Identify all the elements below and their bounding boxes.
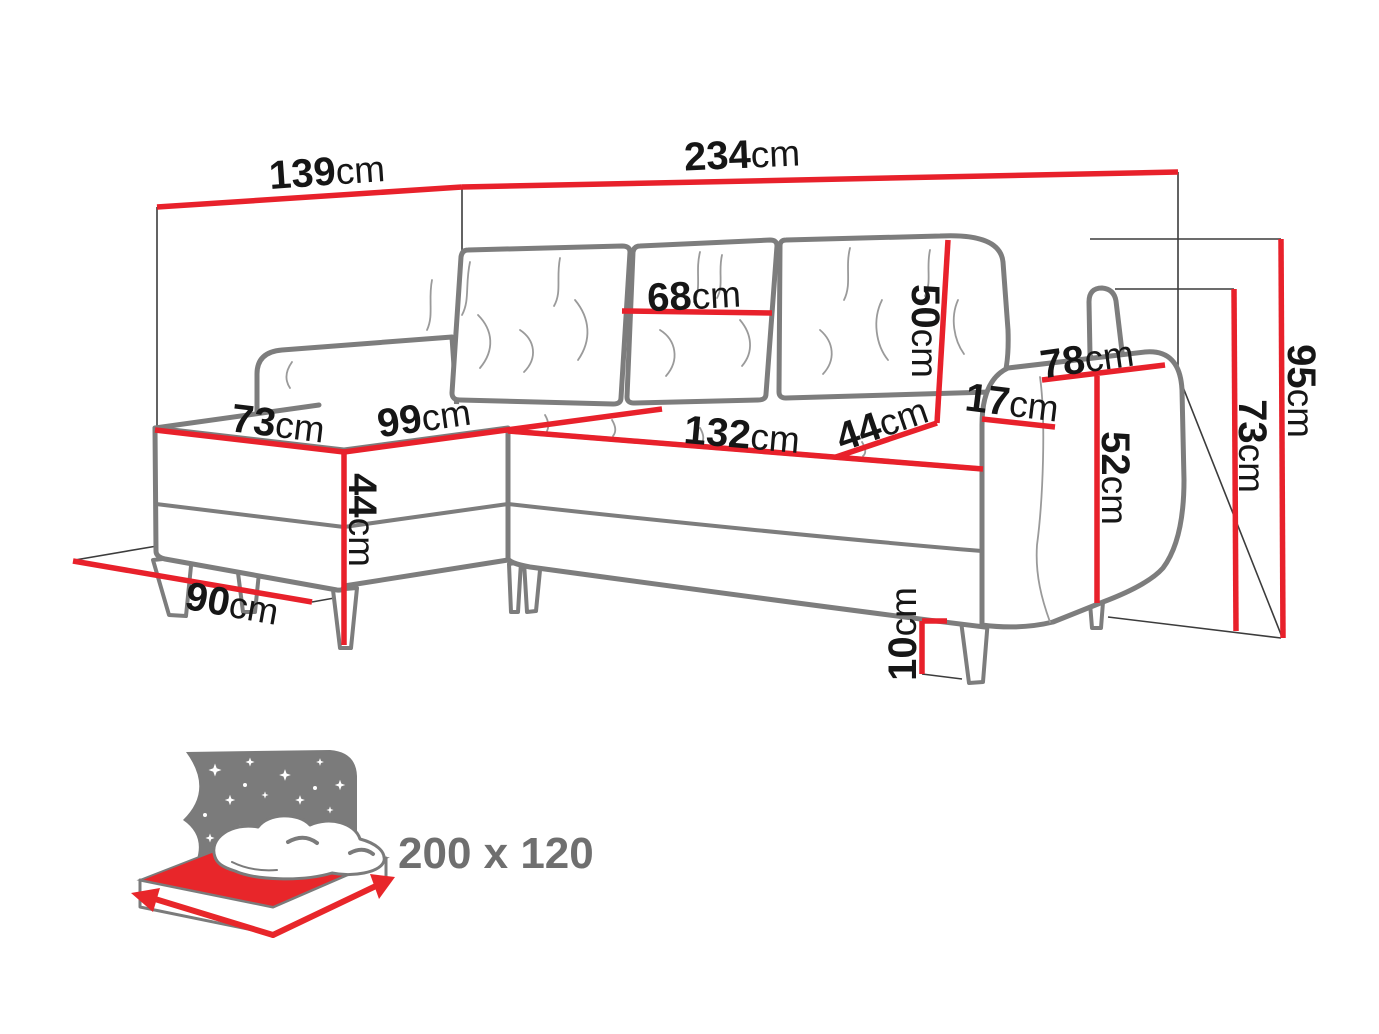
floor-right (1107, 616, 1282, 639)
dim-label-95: 95cm (1279, 344, 1323, 438)
dim-label-78: 78cm (1037, 331, 1136, 388)
dim-label-73-right: 73cm (1230, 399, 1274, 493)
back-cushion-right (776, 233, 1011, 401)
dim-line-90 (72, 558, 313, 605)
dim-label-68: 68cm (646, 272, 742, 321)
dim-line-73-chaise (154, 427, 345, 455)
right-back-panel (1086, 285, 1126, 375)
right-armrest (979, 349, 1187, 630)
dim-line-132 (507, 428, 984, 472)
guide-lines (74, 172, 1283, 680)
dim-label-10: 10cm (881, 587, 925, 681)
dim-label-17: 17cm (963, 375, 1061, 430)
cushion-creases (426, 247, 965, 377)
sofa-front-seam (506, 502, 984, 553)
dimension-labels: 139cm 234cm 68cm 50cm 73cm 99cm 132cm 44… (182, 130, 1323, 681)
dim-line-78 (1041, 362, 1166, 383)
dim-line-99 (343, 406, 663, 455)
pillow-crease-2 (348, 847, 375, 856)
sofa-legs (151, 554, 1105, 685)
left-armrest (254, 334, 461, 428)
chaise-top-back-edge (152, 402, 322, 431)
dim-label-44-height: 44cm (340, 473, 384, 567)
dim-line-17 (981, 416, 1056, 430)
right-armrest-contour (1035, 376, 1051, 623)
dim-label-52: 52cm (1093, 431, 1137, 525)
seat-deck (319, 404, 990, 469)
chaise-right-seam (342, 502, 510, 529)
dim-line-44-seat (835, 420, 938, 460)
dim-label-90: 90cm (182, 574, 282, 634)
back-cushion-middle (624, 237, 780, 406)
leg-seat-left-a (507, 560, 523, 614)
sleeping-function-icon: 200 x 120 (0, 0, 594, 938)
dim-line-95 (1278, 238, 1286, 639)
wall-floor-diagonal (1176, 371, 1283, 638)
dim-label-99: 99cm (374, 390, 473, 447)
sofa-drawing (152, 233, 1187, 630)
dim-label-50: 50cm (903, 284, 947, 378)
dim-label-234: 234cm (683, 130, 801, 179)
unfold-arrows (131, 874, 395, 938)
dim-label-132: 132cm (682, 408, 801, 462)
sleeping-size-label: 200 x 120 (398, 829, 594, 878)
left-armrest-crease (285, 361, 293, 389)
dim-line-10 (919, 618, 947, 674)
dim-label-139: 139cm (268, 146, 387, 198)
duvet-fold (231, 861, 278, 872)
leg-height-connect (921, 673, 963, 680)
dim-line-234 (461, 169, 1179, 190)
duvet (212, 814, 386, 881)
dim-line-139 (156, 184, 463, 210)
chaise-left-seam (154, 502, 346, 529)
dim-label-73-chaise: 73cm (229, 396, 327, 451)
dim-line-50 (934, 239, 951, 424)
dimension-lines (72, 169, 1286, 674)
back-cushion-left (449, 243, 633, 407)
dim-line-73-right (1231, 288, 1239, 632)
floor-left-back (74, 545, 158, 561)
pillow-crease-1 (286, 835, 319, 845)
dim-line-68 (621, 308, 773, 316)
